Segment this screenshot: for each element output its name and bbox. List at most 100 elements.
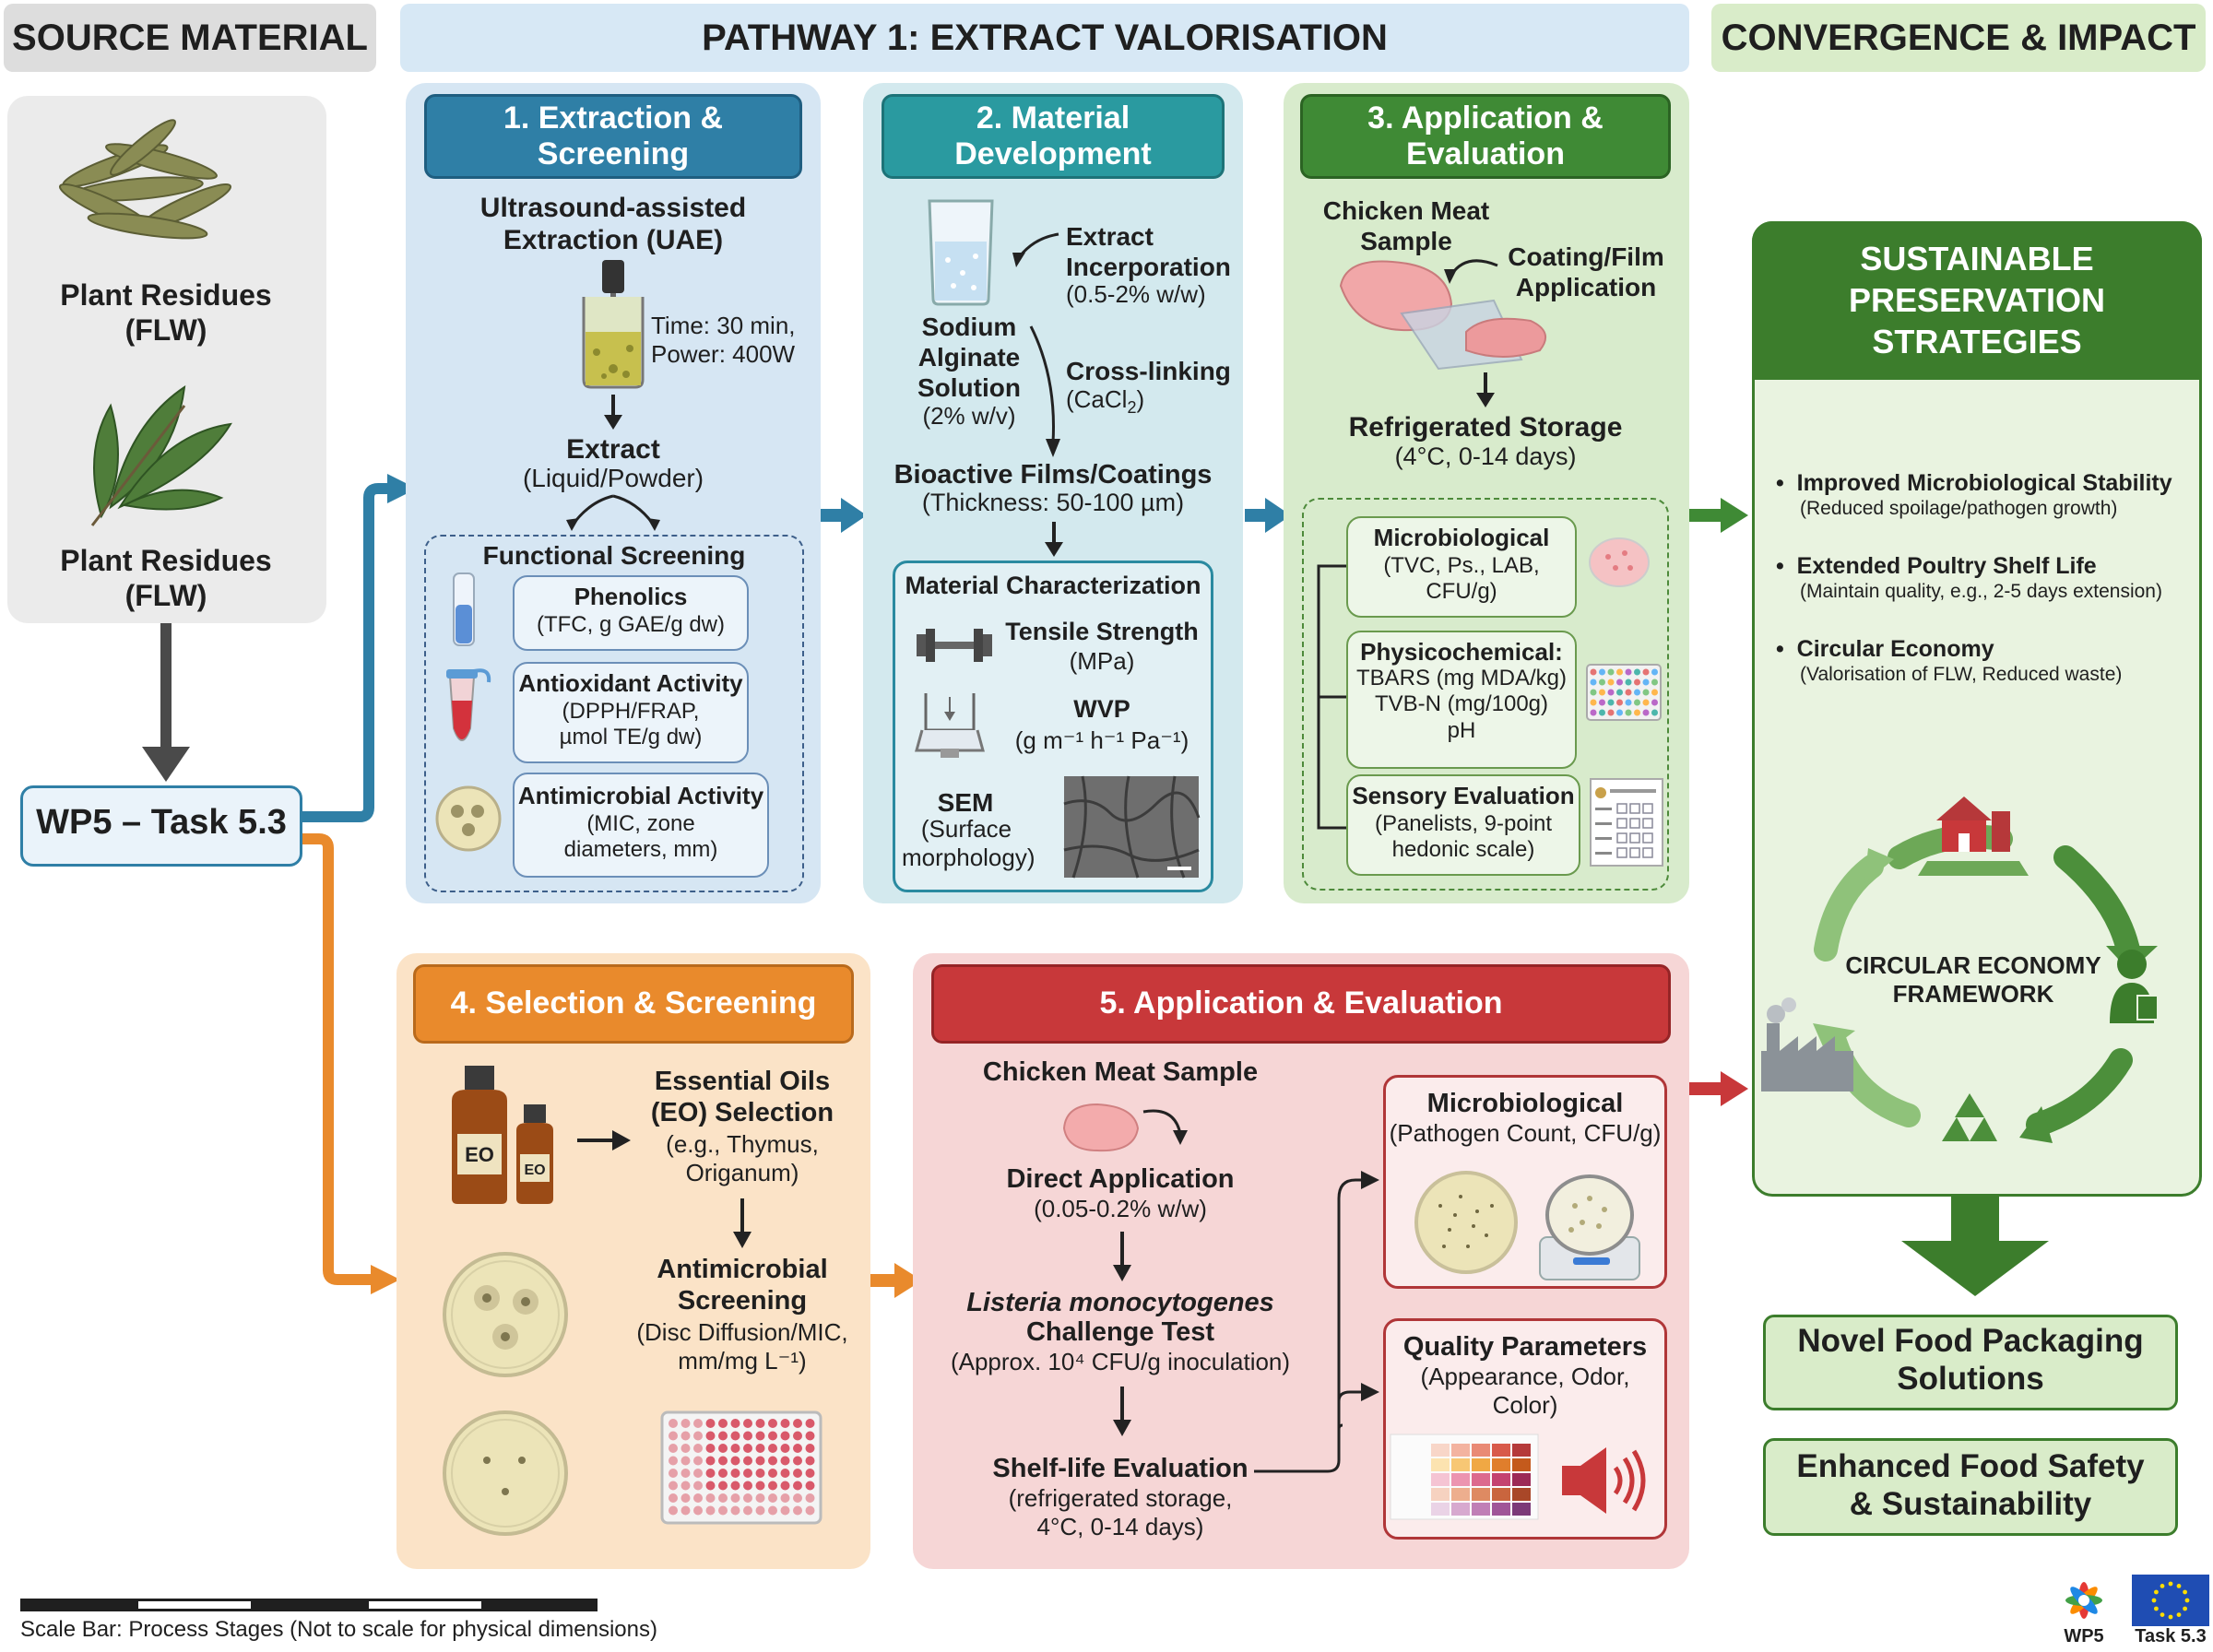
- panel-material-title: 2. Material Development: [882, 94, 1225, 179]
- panel-application-2-title: 5. Application & Evaluation: [931, 964, 1671, 1044]
- outcome-safety-box: [1763, 1438, 2178, 1536]
- physico-eval-box: [1346, 631, 1577, 769]
- micro-eval-box: [1346, 516, 1577, 618]
- micro-eval-detail: (TVC, Ps., LAB, CFU/g): [1383, 553, 1540, 605]
- tensile-unit: (MPa): [1069, 647, 1135, 675]
- uae-params: Time: 30 min, Power: 400W: [651, 312, 796, 368]
- coating-label: Coating/Film Application: [1508, 242, 1664, 302]
- listeria-challenge-name: Challenge Test: [1025, 1317, 1215, 1347]
- micro-eval-name: Microbiological: [1373, 524, 1550, 551]
- antimicrobial-screening-detail: (Disc Diffusion/MIC, mm/mg L⁻¹): [636, 1318, 848, 1375]
- physico-eval-name: Physicochemical:: [1360, 638, 1563, 666]
- functional-screening-box: [424, 535, 804, 892]
- chicken-piece-icon: [1062, 1103, 1188, 1152]
- antimicrobial-name: Antimicrobial Activity: [517, 782, 764, 809]
- task-logo-label: Task 5.3: [2135, 1626, 2207, 1646]
- arrow-to-extract: [604, 395, 622, 430]
- shelf-life-detail: (refrigerated storage, 4°C, 0-14 days): [1008, 1484, 1233, 1540]
- test-tube-icon: [453, 572, 475, 646]
- crosslinking-detail: (CaCl2): [1066, 385, 1232, 418]
- bullet-2-text: Extended Poultry Shelf Life: [1796, 553, 2097, 579]
- mic-microplate-icon: [660, 1410, 822, 1525]
- panel-selection-title: 4. Selection & Screening: [413, 964, 854, 1044]
- bullet-1-text: Improved Microbiological Stability: [1796, 470, 2172, 496]
- sustainable-strategies-title: SUSTAINABLE PRESERVATION STRATEGIES: [1848, 240, 2106, 360]
- bullet-dot-icon: •: [1776, 553, 1797, 579]
- circular-economy-cycle: [1761, 796, 2159, 1143]
- sem-detail: (Surface morphology): [902, 815, 1035, 871]
- sensory-form-icon: [1590, 778, 1663, 867]
- color-chart-icon: [1390, 1434, 1539, 1520]
- speaker-icon: [1562, 1447, 1646, 1514]
- panel-extraction-title: 1. Extraction & Screening: [424, 94, 802, 179]
- panel-application-1-title: 3. Application & Evaluation: [1300, 94, 1671, 179]
- evaluation-bracket: [1317, 564, 1348, 830]
- crosslinking-detail-pre: (CaCl: [1066, 385, 1128, 413]
- header-convergence: CONVERGENCE & IMPACT: [1711, 4, 2206, 72]
- task-label: WP5 – Task 5.3: [36, 803, 287, 842]
- incorporation-arrow: [1012, 232, 1059, 267]
- physico-eval-detail: TBARS (mg MDA/kg) TVB-N (mg/100g) pH: [1355, 666, 1568, 743]
- outcome-packaging-box: [1763, 1315, 2178, 1410]
- plant-residues-label-1: Plant Residues (FLW): [60, 278, 272, 347]
- eo-bottle-label-small: EO: [524, 1162, 545, 1178]
- arrow-to-shelf-life: [1113, 1386, 1131, 1436]
- sem-name: SEM: [937, 788, 994, 817]
- scale-bar: [20, 1599, 598, 1611]
- eo-arrow: [577, 1130, 631, 1150]
- microplate-icon: [1586, 664, 1662, 721]
- bullet-1-detail: (Reduced spoilage/pathogen growth): [1800, 497, 2118, 519]
- beaker-icon: [928, 199, 994, 306]
- arrow-to-listeria: [1113, 1232, 1131, 1281]
- bullet-1-name: • Improved Microbiological Stability: [1776, 470, 2200, 498]
- bullet-dot-icon: •: [1776, 470, 1797, 496]
- bullet-1: • Improved Microbiological Stability (Re…: [1776, 470, 2200, 520]
- crosslink-arrow: [1029, 325, 1060, 457]
- shelf-life-branch-arrows: [1254, 1171, 1379, 1473]
- wp5-logo-icon: [2065, 1582, 2102, 1619]
- listeria-species: Listeria monocytogenes: [966, 1288, 1274, 1317]
- source-down-arrow: [142, 623, 190, 782]
- wvp-name: WVP: [1073, 695, 1130, 723]
- crosslinking-detail-sub: 2: [1127, 398, 1137, 418]
- evaluation-box: [1302, 498, 1669, 891]
- characterization-title: Material Characterization: [905, 572, 1201, 599]
- ultrasound-probe-icon: [582, 260, 645, 389]
- quality-name: Quality Parameters: [1402, 1332, 1648, 1362]
- chicken-sample-label-2: Chicken Meat Sample: [982, 1057, 1259, 1087]
- sensory-eval-box: [1346, 774, 1580, 876]
- antimicrobial-screening-name: Antimicrobial Screening: [657, 1255, 828, 1316]
- sensory-eval-name: Sensory Evaluation: [1352, 782, 1575, 809]
- bullet-3-detail: (Valorisation of FLW, Reduced waste): [1800, 663, 2123, 685]
- refrigerated-storage-name: Refrigerated Storage: [1348, 412, 1623, 442]
- plant-residues-label-2: Plant Residues (FLW): [60, 544, 272, 612]
- antioxidant-box: [513, 662, 749, 763]
- sensory-eval-detail: (Panelists, 9-point hedonic scale): [1374, 811, 1553, 863]
- sem-micrograph-image: [1063, 775, 1201, 879]
- refrigerated-storage-detail: (4°C, 0-14 days): [1394, 442, 1577, 470]
- extract-incorporation-detail: (0.5-2% w/w): [1066, 280, 1206, 308]
- antioxidant-detail: (DPPH/FRAP, µmol TE/g dw): [559, 699, 703, 750]
- alginate-detail: (2% w/v): [922, 402, 1016, 430]
- antimicrobial-box: [513, 773, 769, 878]
- bullet-3: • Circular Economy (Valorisation of FLW,…: [1776, 636, 2200, 686]
- petri-dish-icon-large: [443, 1252, 568, 1377]
- direct-application-detail: (0.05-0.2% w/w): [1034, 1195, 1207, 1222]
- panel-extraction: [406, 83, 821, 903]
- extract-split-arrows: [566, 494, 660, 531]
- header-pathway-1: PATHWAY 1: EXTRACT VALORISATION: [400, 4, 1689, 72]
- crosslinking-name: Cross-linking: [1066, 357, 1231, 385]
- eo-bottle-label-large: EO: [465, 1143, 494, 1166]
- bullet-2: • Extended Poultry Shelf Life (Maintain …: [1776, 553, 2200, 603]
- tensile-name: Tensile Strength: [1005, 618, 1199, 645]
- arrow-to-storage: [1476, 372, 1495, 407]
- bullet-2-name: • Extended Poultry Shelf Life: [1776, 553, 2200, 581]
- arrow-to-antimicrobial: [733, 1198, 751, 1248]
- petri-dish-icon: [435, 785, 502, 852]
- chicken-sample-label-1: Chicken Meat Sample: [1322, 196, 1490, 256]
- crosslinking-detail-post: ): [1136, 385, 1145, 413]
- eo-selection-detail: (e.g., Thymus, Origanum): [666, 1130, 819, 1186]
- bullet-2-detail: (Maintain quality, e.g., 2-5 days extens…: [1800, 580, 2162, 602]
- petri-dish-pink-icon: [1589, 537, 1650, 587]
- functional-screening-title: Functional Screening: [482, 541, 746, 570]
